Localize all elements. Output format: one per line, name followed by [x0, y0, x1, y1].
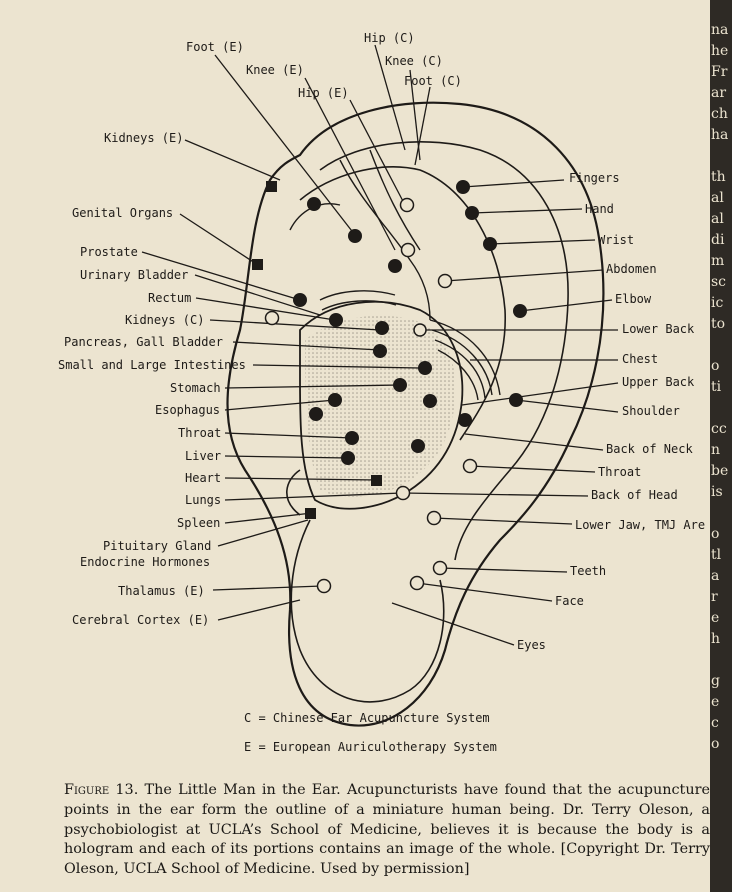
- label-spleen: Spleen: [177, 516, 221, 530]
- facing-page-fragment: o: [711, 358, 720, 374]
- label-kidneys-c: Kidneys (C): [125, 313, 205, 327]
- facing-page-fragment: di: [711, 232, 725, 248]
- book-page: Foot (E) Knee (E) Hip (E) Hip (C) Knee (…: [0, 0, 710, 892]
- facing-page-fragment: [711, 503, 732, 524]
- label-face: Face: [555, 594, 584, 608]
- label-foot-e: Foot (E): [186, 40, 244, 54]
- facing-page-fragment: e: [711, 610, 720, 626]
- facing-page-fragment: is: [711, 484, 723, 500]
- label-lungs: Lungs: [185, 493, 222, 507]
- label-eyes: Eyes: [517, 638, 546, 652]
- facing-page-fragment: [711, 146, 732, 167]
- facing-page-fragment: ch: [711, 106, 728, 122]
- ear-acupuncture-diagram: [141, 44, 619, 727]
- facing-page-fragment: be: [711, 463, 729, 479]
- label-lower-jaw-tmj: Lower Jaw, TMJ Are: [575, 518, 706, 532]
- facing-page-fragment: o: [711, 526, 720, 542]
- facing-page-fragment: e: [711, 694, 720, 710]
- label-knee-c: Knee (C): [385, 54, 443, 68]
- label-chest: Chest: [622, 352, 659, 366]
- facing-page-edge: [710, 0, 732, 892]
- label-heart: Heart: [185, 471, 222, 485]
- label-upper-back: Upper Back: [622, 375, 695, 389]
- label-foot-c: Foot (C): [404, 74, 462, 88]
- caption-text: The Little Man in the Ear. Acupuncturist…: [64, 782, 710, 878]
- facing-page-fragment: ar: [711, 85, 727, 101]
- label-teeth: Teeth: [570, 564, 607, 578]
- label-hip-e: Hip (E): [298, 86, 349, 100]
- facing-page-fragment: ti: [711, 379, 722, 395]
- label-urinary-bladder: Urinary Bladder: [80, 268, 189, 282]
- antihelix: [299, 166, 506, 441]
- facing-page-fragment: al: [711, 211, 724, 227]
- facing-page-fragment: c: [711, 715, 719, 731]
- ear-outline: [226, 101, 605, 727]
- label-thalamus-e: Thalamus (E): [118, 584, 205, 598]
- label-esophagus: Esophagus: [155, 403, 221, 417]
- facing-page-fragment: ha: [711, 127, 729, 143]
- label-hand: Hand: [585, 202, 614, 216]
- facing-page-fragment: to: [711, 316, 726, 332]
- facing-page-fragment: r: [711, 589, 718, 605]
- facing-page-fragment: na: [711, 22, 729, 38]
- facing-page-fragment: he: [711, 43, 729, 59]
- label-knee-e: Knee (E): [246, 63, 304, 77]
- acupuncture-points: [252, 180, 527, 519]
- facing-page-fragment: g: [711, 673, 720, 689]
- label-elbow: Elbow: [615, 292, 652, 306]
- facing-page-fragment: n: [711, 442, 721, 458]
- inner-helix: [319, 141, 569, 561]
- facing-page-fragment: ic: [711, 295, 724, 311]
- ear-lobe: [290, 519, 445, 703]
- label-wrist: Wrist: [598, 233, 635, 247]
- label-stomach: Stomach: [170, 381, 221, 395]
- label-genital-organs: Genital Organs: [72, 206, 174, 220]
- label-liver: Liver: [185, 449, 222, 463]
- label-back-of-neck: Back of Neck: [606, 442, 693, 456]
- facing-page-fragment: m: [711, 253, 725, 269]
- label-hip-c: Hip (C): [364, 31, 415, 45]
- facing-page-fragment: al: [711, 190, 724, 206]
- facing-page-fragment: tl: [711, 547, 722, 563]
- figure-caption: Figure 13. The Little Man in the Ear. Ac…: [64, 781, 710, 880]
- facing-page-fragment: a: [711, 568, 720, 584]
- label-cerebral-cortex-e: Cerebral Cortex (E): [72, 613, 210, 627]
- label-endocrine-hormones: Endocrine Hormones: [80, 555, 211, 569]
- label-rectum: Rectum: [148, 291, 192, 305]
- label-back-of-head: Back of Head: [591, 488, 678, 502]
- label-shoulder: Shoulder: [622, 404, 680, 418]
- facing-page-fragment: th: [711, 169, 726, 185]
- concha: [299, 300, 464, 510]
- facing-page-fragment: sc: [711, 274, 727, 290]
- legend-chinese-system: C = Chinese Ear Acupuncture System: [244, 711, 490, 725]
- facing-page-fragment: [711, 335, 732, 356]
- facing-page-fragment: [711, 398, 732, 419]
- label-throat-right: Throat: [598, 465, 642, 479]
- facing-page-fragment: cc: [711, 421, 727, 437]
- facing-page-fragment: [711, 650, 732, 671]
- label-kidneys-e: Kidneys (E): [104, 131, 184, 145]
- facing-page-fragment: Fr: [711, 64, 728, 80]
- figure-number: Figure 13.: [64, 782, 139, 798]
- label-throat-left: Throat: [178, 426, 222, 440]
- facing-page-fragment: h: [711, 631, 721, 647]
- label-fingers: Fingers: [569, 171, 620, 185]
- facing-page-fragment: o: [711, 736, 720, 752]
- label-abdomen: Abdomen: [606, 262, 657, 276]
- label-pancreas-gall-bladder: Pancreas, Gall Bladder: [64, 335, 223, 349]
- label-prostate: Prostate: [80, 245, 138, 259]
- label-intestines: Small and Large Intestines: [58, 358, 246, 372]
- label-lower-back: Lower Back: [622, 322, 695, 336]
- legend-european-system: E = European Auriculotherapy System: [244, 740, 497, 754]
- label-pituitary-gland: Pituitary Gland: [103, 539, 212, 553]
